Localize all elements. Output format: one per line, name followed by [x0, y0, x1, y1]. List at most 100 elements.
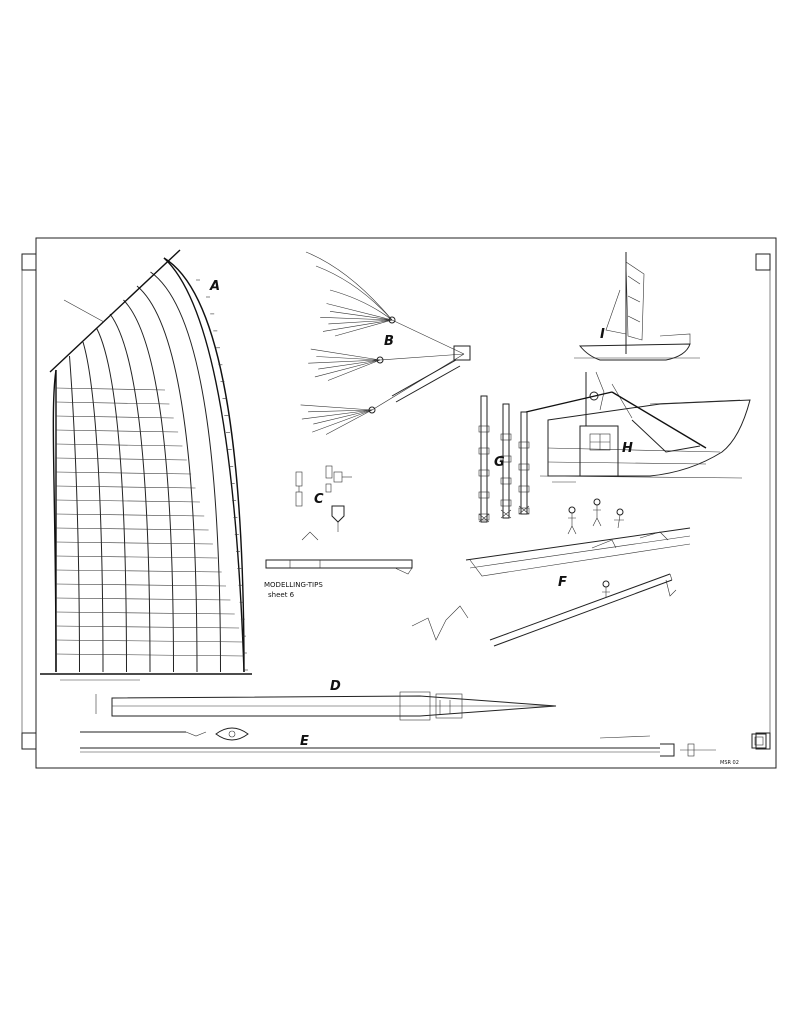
mast-section [520, 411, 528, 515]
sail-panel-seam [96, 327, 127, 673]
rigging-line [379, 353, 465, 361]
sail-batten [55, 527, 209, 531]
sheet-code: MSR 02 [720, 760, 739, 766]
sheet-border [21, 237, 777, 769]
rigging-block [368, 406, 376, 414]
rigging-fan-drawing [300, 251, 471, 435]
rigging-block [376, 356, 384, 364]
mast-band [500, 433, 512, 441]
rigging-line [328, 319, 393, 325]
mast-band [478, 447, 490, 455]
mast-band [478, 513, 490, 521]
rigging-line [315, 265, 393, 321]
mast-band [500, 499, 512, 507]
sail-callout-line [63, 299, 105, 323]
mast-step [500, 509, 512, 519]
sail-batten [55, 597, 231, 601]
rigging-line [300, 404, 373, 411]
sail-batten [55, 569, 222, 573]
fittings-drawing [295, 465, 352, 541]
mast-step [518, 505, 530, 515]
sail-batten [55, 625, 240, 629]
mast-band [500, 477, 512, 485]
rigging-line [313, 409, 373, 425]
rigging-line [371, 353, 465, 411]
rigging-line [320, 317, 393, 321]
sail-panel-seam [82, 341, 104, 673]
rigging-line [301, 409, 373, 420]
label-poles: E [300, 734, 309, 749]
hull-detail-drawing [525, 371, 751, 483]
sail-panel-seam [69, 355, 80, 673]
mast-step [478, 513, 490, 523]
rigging-deadeye [453, 345, 471, 361]
mast-section [502, 403, 510, 519]
rigging-line [308, 409, 373, 413]
sail-batten [55, 485, 196, 489]
mast-sections-drawing [478, 395, 530, 523]
label-oars: D [330, 679, 341, 694]
rigging-line [391, 319, 465, 355]
tiller-drawing [411, 498, 691, 647]
caption-line-2: sheet 6 [268, 591, 295, 599]
sheet-symbol [751, 733, 767, 749]
rigging-line [329, 311, 393, 321]
mast-band [500, 455, 512, 463]
sail-batten [55, 541, 213, 545]
sail-batten [55, 387, 166, 391]
rigging-spar [395, 365, 461, 403]
sail-batten [55, 499, 200, 503]
mast-band [518, 507, 530, 515]
sail-batten [55, 513, 205, 517]
mast-band [518, 441, 530, 449]
sail-panel-seam [136, 285, 198, 673]
sail-panel-seam [109, 313, 151, 673]
label-hull-detail: H [622, 441, 633, 456]
rigging-line [314, 359, 381, 378]
rigging-line [325, 409, 373, 435]
rigging-line [310, 348, 381, 361]
rigging-line [322, 319, 393, 332]
label-side-view: I [600, 327, 605, 342]
mast-band [478, 491, 490, 499]
sail-batten [55, 429, 179, 433]
rigging-line [305, 251, 393, 321]
rigging-spar [391, 359, 457, 397]
sail-batten [55, 443, 183, 447]
mast-section [480, 395, 488, 523]
rigging-line [327, 359, 381, 381]
label-fittings: C [314, 492, 324, 507]
sail-batten [55, 583, 227, 587]
sail-panel-seam [150, 271, 221, 673]
batten-drawing [265, 559, 413, 575]
sail-batten [55, 457, 187, 461]
rigging-line [326, 303, 393, 321]
rigging-line [312, 409, 373, 433]
sail-batten [55, 471, 192, 475]
side-view-drawing [574, 252, 700, 361]
rigging-line [318, 359, 381, 370]
sail-panel-seam [163, 257, 245, 673]
oars-drawing [95, 691, 557, 721]
mast-band [518, 485, 530, 493]
rigging-line [329, 289, 393, 321]
sail-drawing [40, 249, 252, 681]
sail-batten [55, 555, 218, 559]
sail-batten [55, 639, 244, 643]
sail-batten [55, 653, 245, 657]
label-tiller: F [558, 575, 567, 590]
rigging-line [316, 356, 381, 361]
caption-line-1: MODELLING-TIPS [264, 581, 323, 589]
sail-batten [55, 415, 174, 419]
mast-band [518, 463, 530, 471]
mast-band [478, 469, 490, 477]
sail-batten [55, 401, 170, 405]
mast-band [478, 425, 490, 433]
label-sail: A [209, 279, 220, 294]
rigging-line [308, 359, 381, 364]
sail-batten [55, 611, 235, 615]
label-masts: G [494, 455, 505, 470]
label-rigging-fan: B [384, 334, 394, 349]
sail-panel-seam [123, 299, 174, 673]
